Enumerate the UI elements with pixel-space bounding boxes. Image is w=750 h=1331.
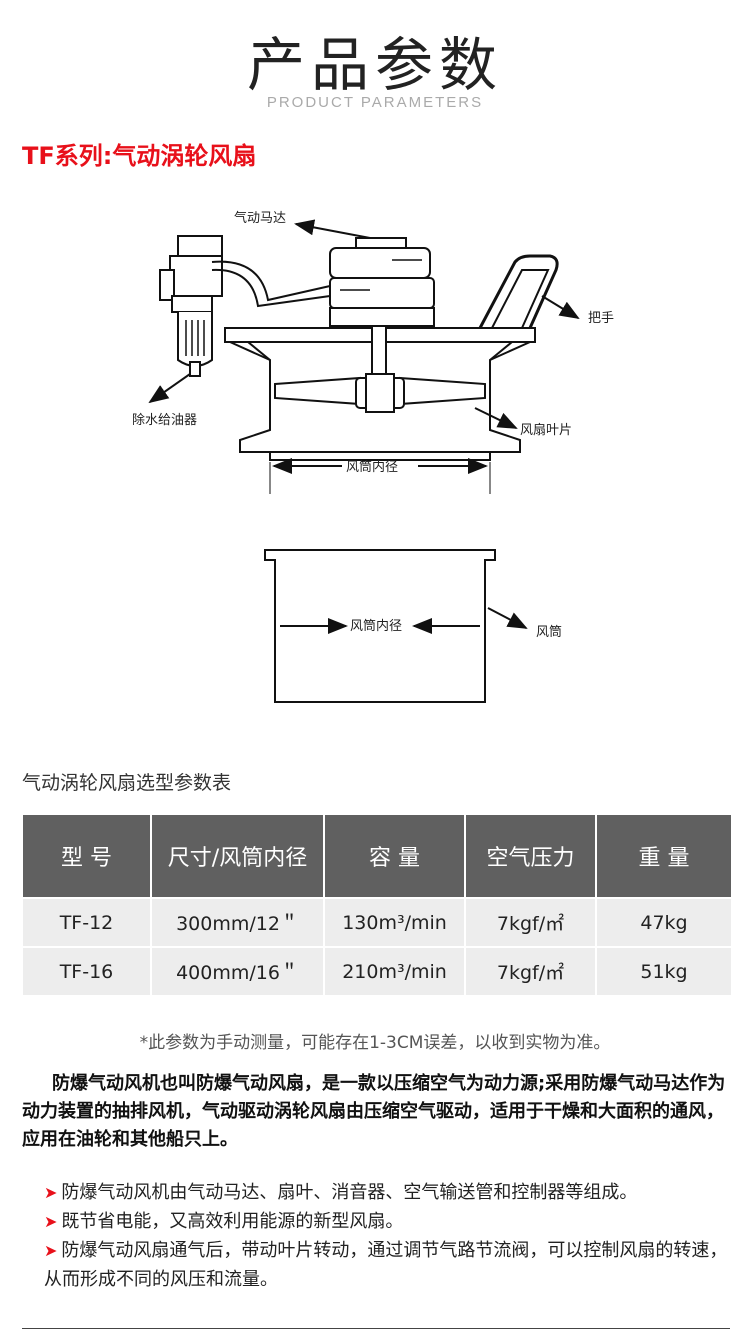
header-pressure: 空气压力 [464,813,597,899]
series-title: TF系列:气动涡轮风扇 [22,142,257,170]
header-size: 尺寸/风筒内径 [150,813,325,899]
page-subtitle: PRODUCT PARAMETERS [266,94,484,111]
label-duct: 风筒 [536,624,562,640]
table-cell: 130m³/min [323,897,466,948]
label-motor: 气动马达 [234,210,286,226]
table-cell: 300mm/12＂ [150,897,325,948]
page-title: 产品参数 [246,31,503,99]
header-model: 型 号 [21,813,152,899]
list-item: ➤防爆气动风机由气动马达、扇叶、消音器、空气输送管和控制器等组成。 [44,1178,738,1207]
table-cell: 7kgf/㎡ [464,946,597,997]
label-inner-diameter-top: 风筒内径 [346,459,398,475]
table-cell: 7kgf/㎡ [464,897,597,948]
table-header-row: 型 号 尺寸/风筒内径 容 量 空气压力 重 量 [21,813,733,899]
table-cell: 47kg [595,897,733,948]
label-inner-diameter-bottom: 风筒内径 [350,618,402,634]
table-cell: 210m³/min [323,946,466,997]
table-cell: 51kg [595,946,733,997]
list-item-text: 防爆气动风扇通气后，带动叶片转动，通过调节气路节流阀，可以控制风扇的转速，从而形… [44,1240,728,1290]
label-filter: 除水给油器 [132,413,197,428]
arrow-bullet-icon: ➤ [44,1241,58,1260]
duct-drawing [264,549,496,703]
header-capacity: 容 量 [323,813,466,899]
label-blade: 风扇叶片 [520,422,572,438]
fan-assembly-drawing [159,235,559,494]
table-row: TF-12 300mm/12＂ 130m³/min 7kgf/㎡ 47kg [21,897,733,948]
list-item: ➤既节省电能，又高效利用能源的新型风扇。 [44,1207,738,1236]
list-item-text: 防爆气动风机由气动马达、扇叶、消音器、空气输送管和控制器等组成。 [61,1182,638,1203]
table-cell: TF-12 [21,897,152,948]
description-paragraph: 防爆气动风机也叫防爆气动风扇，是一款以压缩空气为动力源;采用防爆气动马达作为动力… [22,1073,726,1150]
arrow-bullet-icon: ➤ [44,1183,58,1202]
header-weight: 重 量 [595,813,733,899]
table-caption: 气动涡轮风扇选型参数表 [22,772,232,794]
arrow-bullet-icon: ➤ [44,1212,58,1231]
divider [22,1328,730,1329]
list-item: ➤防爆气动风扇通气后，带动叶片转动，通过调节气路节流阀，可以控制风扇的转速，从而… [44,1236,738,1294]
label-handle: 把手 [588,311,614,326]
feature-list: ➤防爆气动风机由气动马达、扇叶、消音器、空气输送管和控制器等组成。 ➤既节省电能… [44,1178,738,1294]
table-cell: TF-16 [21,946,152,997]
spec-table: 型 号 尺寸/风筒内径 容 量 空气压力 重 量 TF-12 300mm/12＂… [21,813,733,997]
fan-diagram: 气动马达 把手 除水给油器 风扇叶片 风筒内径 风筒内径 风筒 [132,210,614,703]
measurement-note: *此参数为手动测量，可能存在1-3CM误差，以收到实物为准。 [139,1033,611,1053]
table-cell: 400mm/16＂ [150,946,325,997]
list-item-text: 既节省电能，又高效利用能源的新型风扇。 [61,1211,404,1232]
table-row: TF-16 400mm/16＂ 210m³/min 7kgf/㎡ 51kg [21,946,733,997]
